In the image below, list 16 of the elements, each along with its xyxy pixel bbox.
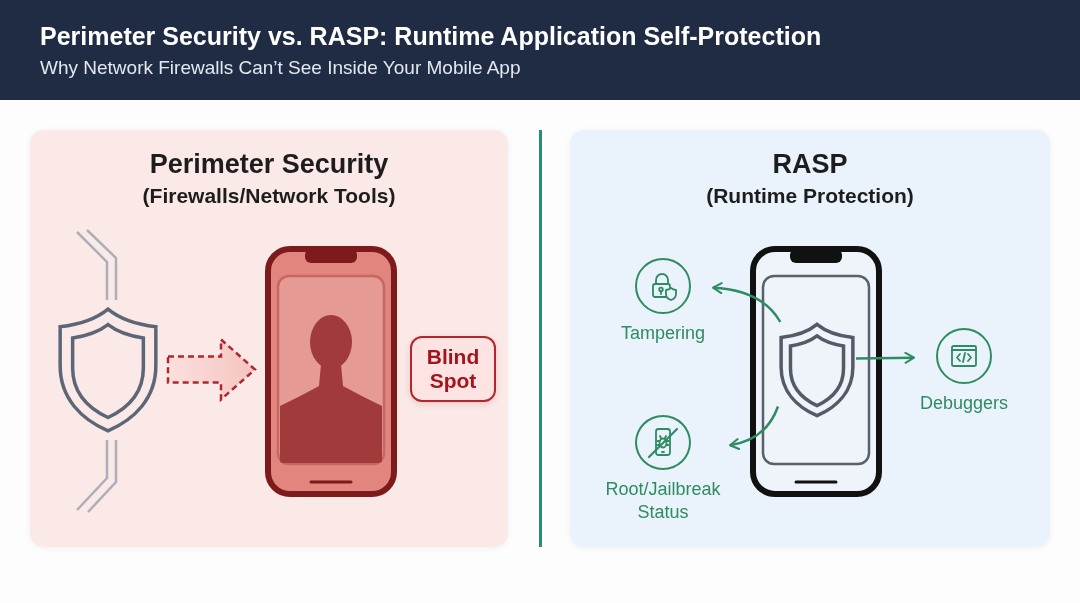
panel-subtitle: (Firewalls/Network Tools) — [142, 184, 396, 209]
threat-label: Root/Jailbreak Status — [604, 478, 722, 523]
panel-title: RASP — [772, 148, 848, 181]
panel-title: Perimeter Security — [149, 148, 389, 181]
threat-label: Tampering — [620, 322, 705, 345]
comparison-panel — [30, 130, 508, 547]
arrow — [856, 351, 915, 364]
comparison-panel — [570, 130, 1050, 547]
arrow — [712, 282, 782, 323]
arrow — [729, 406, 780, 450]
threat-label: Debuggers — [919, 392, 1009, 415]
warning-tag: Blind Spot — [410, 336, 496, 402]
page-title: Perimeter Security vs. RASP: Runtime Application Self-Protection — [40, 21, 822, 53]
dashed-block-arrow — [166, 336, 257, 403]
panel-subtitle: (Runtime Protection) — [706, 184, 914, 209]
page-subtitle: Why Network Firewalls Can’t See Inside Your Mobile App — [40, 56, 521, 79]
